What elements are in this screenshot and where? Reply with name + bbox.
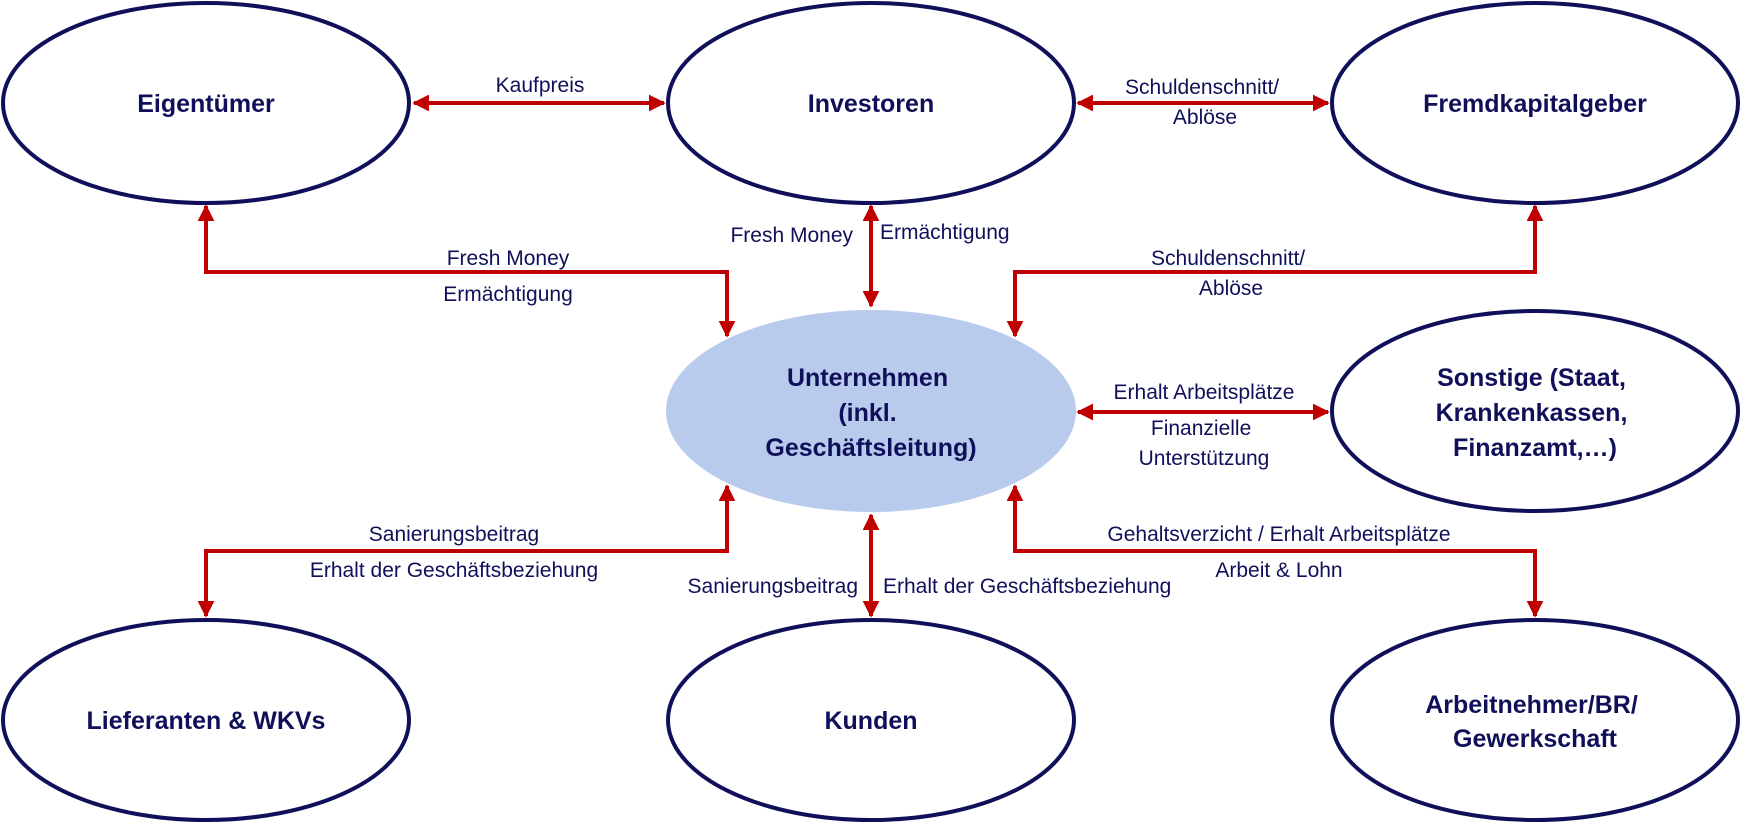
edge-label-line: Sanierungsbeitrag [688,575,858,598]
node-kunden-shape [666,618,1076,822]
edge-label-eigentuemer-fresh-money: Fresh Money [447,247,570,270]
edge-label-investoren-ermaechtigung: Ermächtigung [880,221,1010,244]
node-label-line: Finanzamt,…) [1453,434,1617,462]
node-unternehmen: Unternehmen (inkl. Geschäftsleitung) [666,310,1076,512]
edge-label-line: Ermächtigung [443,283,573,306]
node-unternehmen-label: Unternehmen (inkl. Geschäftsleitung) [765,364,976,462]
edge-label-kaufpreis: Kaufpreis [496,74,585,97]
node-investoren-label: Investoren [808,90,934,118]
edge-label-line: Erhalt der Geschäftsbeziehung [883,575,1171,598]
node-arbeitnehmer-shape [1330,618,1740,822]
edge-label-lieferanten-geschaeftsbeziehung: Erhalt der Geschäftsbeziehung [310,559,598,582]
node-label-line: Eigentümer [137,90,275,118]
node-label-line: Sonstige (Staat, [1437,364,1626,392]
edge-label-kunden-geschaeftsbeziehung: Erhalt der Geschäftsbeziehung [883,575,1171,598]
edge-label-line: Fresh Money [730,224,853,247]
node-kunden: Kunden [666,618,1076,822]
node-eigentuemer-label: Eigentümer [137,90,275,118]
edge-label-line: Finanzielle [1151,417,1251,440]
edge-label-gehaltsverzicht: Gehaltsverzicht / Erhalt Arbeitsplätze [1107,523,1450,546]
node-eigentuemer: Eigentümer [1,1,411,205]
edge-label-line: Erhalt der Geschäftsbeziehung [310,559,598,582]
node-sonstige-label: Sonstige (Staat, Krankenkassen, Finanzam… [1436,364,1635,462]
node-arbeitnehmer-label: Arbeitnehmer/BR/ Gewerkschaft [1425,691,1645,753]
edge-label-line: Fresh Money [447,247,570,270]
node-sonstige-shape [1330,309,1740,513]
node-label-line: (inkl. [838,399,896,427]
node-lieferanten-shape [1,618,411,822]
edge-label-eigentuemer-ermaechtigung: Ermächtigung [443,283,573,306]
connector-eigentuemer-unternehmen [197,204,736,338]
node-label-line: Investoren [808,90,934,118]
edge-label-line: Kaufpreis [496,74,585,97]
node-lieferanten-label: Lieferanten & WKVs [87,707,326,735]
edge-label-erhalt-arbeitsplaetze: Erhalt Arbeitsplätze [1114,381,1295,404]
node-arbeitnehmer: Arbeitnehmer/BR/ Gewerkschaft [1330,618,1740,822]
node-eigentuemer-shape [1,1,411,205]
node-label-line: Geschäftsleitung) [765,434,976,462]
node-kunden-label: Kunden [824,707,917,735]
edge-label-line: Ablöse [1199,277,1263,300]
edge-label-line: Sanierungsbeitrag [369,523,539,546]
connector-fremdkapitalgeber-unternehmen [1006,204,1544,338]
node-investoren-shape [666,1,1076,205]
edge-label-line: Schuldenschnitt/ [1151,247,1305,270]
edge-label-kunden-sanierungsbeitrag: Sanierungsbeitrag [688,575,858,598]
connector-lieferanten-unternehmen [197,484,736,618]
edge-label-line: Ablöse [1173,106,1237,129]
node-unternehmen-shape [666,310,1076,512]
edge-label-finanzielle-unterstuetzung: Finanzielle Unterstützung [1139,417,1270,470]
node-label-line: Krankenkassen, [1436,399,1628,427]
edge-label-investoren-fresh-money: Fresh Money [730,224,853,247]
edge-label-fremdkapital-unternehmen: Schuldenschnitt/ Ablöse [1151,247,1311,300]
node-label-line: Lieferanten & WKVs [87,707,326,735]
node-sonstige: Sonstige (Staat, Krankenkassen, Finanzam… [1330,309,1740,513]
node-fremdkapitalgeber-label: Fremdkapitalgeber [1423,90,1647,118]
connectors [197,94,1544,618]
edge-label-line: Schuldenschnitt/ [1125,76,1279,99]
edge-labels: Kaufpreis Schuldenschnitt/ Ablöse Fresh … [310,74,1451,598]
edge-label-investoren-fremdkapital: Schuldenschnitt/ Ablöse [1125,76,1285,129]
node-label-line: Kunden [824,707,917,735]
node-fremdkapitalgeber-shape [1330,1,1740,205]
node-fremdkapitalgeber: Fremdkapitalgeber [1330,1,1740,205]
edge-label-line: Unterstützung [1139,447,1270,470]
edge-label-line: Ermächtigung [880,221,1010,244]
edge-label-arbeit-lohn: Arbeit & Lohn [1215,559,1342,582]
node-investoren: Investoren [666,1,1076,205]
node-label-line: Unternehmen [787,364,948,392]
edge-label-line: Gehaltsverzicht / Erhalt Arbeitsplätze [1107,523,1450,546]
edge-label-lieferanten-sanierungsbeitrag: Sanierungsbeitrag [369,523,539,546]
node-lieferanten: Lieferanten & WKVs [1,618,411,822]
node-label-line: Gewerkschaft [1453,725,1618,753]
connector-arbeitnehmer-unternehmen [1006,484,1544,618]
node-label-line: Fremdkapitalgeber [1423,90,1647,118]
edge-label-line: Arbeit & Lohn [1215,559,1342,582]
edge-label-line: Erhalt Arbeitsplätze [1114,381,1295,404]
node-label-line: Arbeitnehmer/BR/ [1425,691,1638,719]
